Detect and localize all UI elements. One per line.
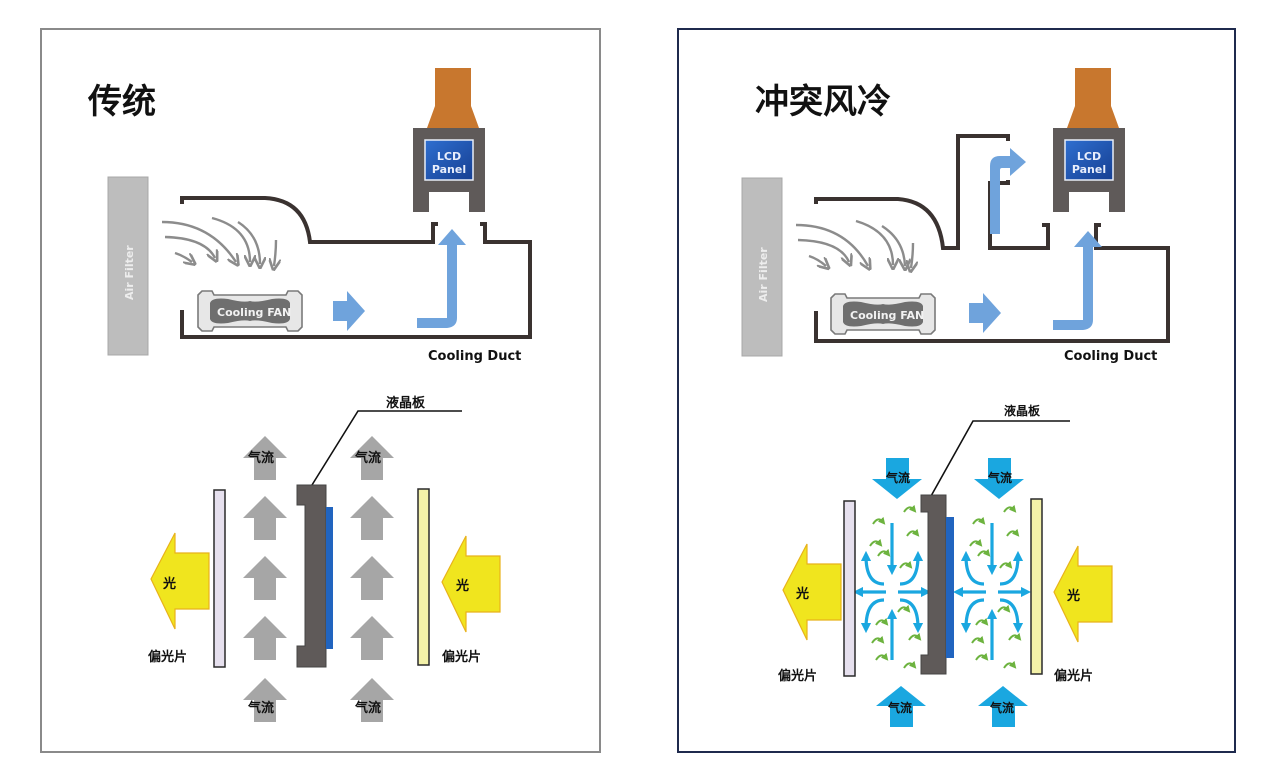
- airflow-label: 气流: [355, 450, 381, 466]
- polarizer-right: [1030, 498, 1043, 675]
- airflow-arrow-up: [876, 686, 926, 727]
- panel-impingement-title: 冲突风冷: [755, 82, 891, 122]
- intake-airflow-arrow: [855, 219, 893, 265]
- airflow-label: 气流: [248, 450, 274, 466]
- lcd-plate-label: 液晶板: [386, 395, 426, 411]
- cooling-duct-upper-wall: [180, 196, 438, 244]
- cooling-duct-branch-wall: [988, 180, 1050, 250]
- cooling-duct-label: Cooling Duct: [1064, 349, 1157, 364]
- air-filter-label: Air Filter: [757, 247, 770, 302]
- intake-airflow-arrow: [911, 242, 913, 268]
- lcd-label-line1: LCD: [437, 150, 461, 163]
- airflow-arrow-up: [243, 496, 287, 540]
- lcd-plate: [920, 494, 947, 675]
- panel-traditional-title: 传统: [87, 82, 156, 122]
- lcd-label-line2: Panel: [432, 163, 466, 176]
- polarizer-left: [843, 500, 856, 677]
- airflow-label: 气流: [887, 700, 912, 715]
- airflow-label: 气流: [989, 700, 1014, 715]
- cooling-fan-label: Cooling FAN: [217, 306, 291, 319]
- flow-arrow-up-to-lcd: [417, 229, 466, 328]
- air-filter: [741, 177, 783, 357]
- intake-airflow-arrow: [237, 220, 260, 264]
- light-arrow-left: [150, 532, 210, 630]
- flow-arrow-right: [333, 291, 365, 331]
- light-arrow-left: [782, 543, 842, 641]
- airflow-label: 气流: [987, 470, 1012, 485]
- polarizer-label-left: 偏光片: [148, 649, 187, 665]
- airflow-arrow-down: [872, 458, 922, 499]
- airflow-arrow-up: [243, 556, 287, 600]
- light-label: 光: [1066, 588, 1080, 604]
- light-arrow-left: [1053, 545, 1113, 643]
- airflow-label: 气流: [885, 470, 910, 485]
- flow-arrow-right: [969, 293, 1001, 333]
- lcd-panel-unit: [1052, 67, 1126, 213]
- airflow-arrow-up: [350, 556, 394, 600]
- polarizer-left: [213, 489, 226, 668]
- intake-airflow-arrow: [274, 239, 276, 266]
- intake-airflow-arrow: [211, 216, 250, 262]
- airflow-label: 气流: [248, 700, 274, 716]
- lcd-label-line2: Panel: [1072, 163, 1106, 176]
- flow-arrow-branch-to-lcd-top: [990, 148, 1026, 234]
- lcd-panel-unit: [412, 67, 486, 213]
- impingement-top-diagram: Air Filter Cooling FAN LCD Panel Cooling…: [741, 67, 1170, 364]
- airflow-arrow-up: [350, 616, 394, 660]
- polarizer-label-right: 偏光片: [442, 649, 481, 665]
- light-label: 光: [162, 576, 176, 592]
- intake-airflow-arrow: [174, 251, 192, 262]
- air-filter-label: Air Filter: [123, 245, 136, 300]
- light-label: 光: [455, 578, 469, 594]
- traditional-top-diagram: Air Filter Cooling FAN LCD Panel Cooling…: [107, 67, 532, 364]
- airflow-arrow-up: [243, 616, 287, 660]
- cooling-duct-upper-wall: [814, 134, 1010, 250]
- intake-airflow-arrow: [808, 254, 826, 266]
- impingement-bottom-diagram: 液晶板 气流 气流 气流 气流: [778, 403, 1113, 727]
- impingement-flow-right: [952, 523, 1032, 660]
- impingement-flow-left: [852, 523, 932, 660]
- cooling-duct-lower-wall: [180, 222, 532, 339]
- airflow-arrow-down: [974, 458, 1024, 499]
- intake-airflow-arrow: [881, 224, 905, 266]
- airflow-arrow-up: [978, 686, 1028, 727]
- cooling-duct-label: Cooling Duct: [428, 349, 521, 364]
- intake-airflow-arrow: [164, 235, 215, 258]
- polarizer-label-left: 偏光片: [778, 668, 817, 684]
- lcd-plate-leader-line: [925, 420, 1070, 506]
- cooling-fan-label: Cooling FAN: [850, 309, 924, 322]
- light-arrow-left: [441, 535, 501, 633]
- flow-arrow-up-to-lcd: [1053, 231, 1102, 330]
- lcd-blue-layer: [326, 507, 333, 649]
- traditional-bottom-diagram: 液晶板 气流 气流 气流 气流 光 光 偏光片 偏光片: [148, 395, 501, 722]
- lcd-plate-leader-line: [306, 410, 462, 494]
- airflow-arrow-up: [350, 496, 394, 540]
- polarizer-right: [417, 488, 430, 666]
- airflow-label: 气流: [355, 700, 381, 716]
- lcd-plate-label: 液晶板: [1004, 403, 1041, 418]
- lcd-label-line1: LCD: [1077, 150, 1101, 163]
- polarizer-label-right: 偏光片: [1054, 668, 1093, 684]
- intake-airflow-arrow: [161, 220, 236, 262]
- light-label: 光: [795, 586, 809, 602]
- air-filter: [107, 176, 149, 356]
- cooling-duct-lower-wall: [814, 223, 1170, 343]
- lcd-plate: [296, 484, 327, 668]
- intake-airflow-arrow: [795, 223, 868, 266]
- lcd-blue-layer: [946, 517, 954, 658]
- intake-airflow-arrow: [797, 238, 849, 262]
